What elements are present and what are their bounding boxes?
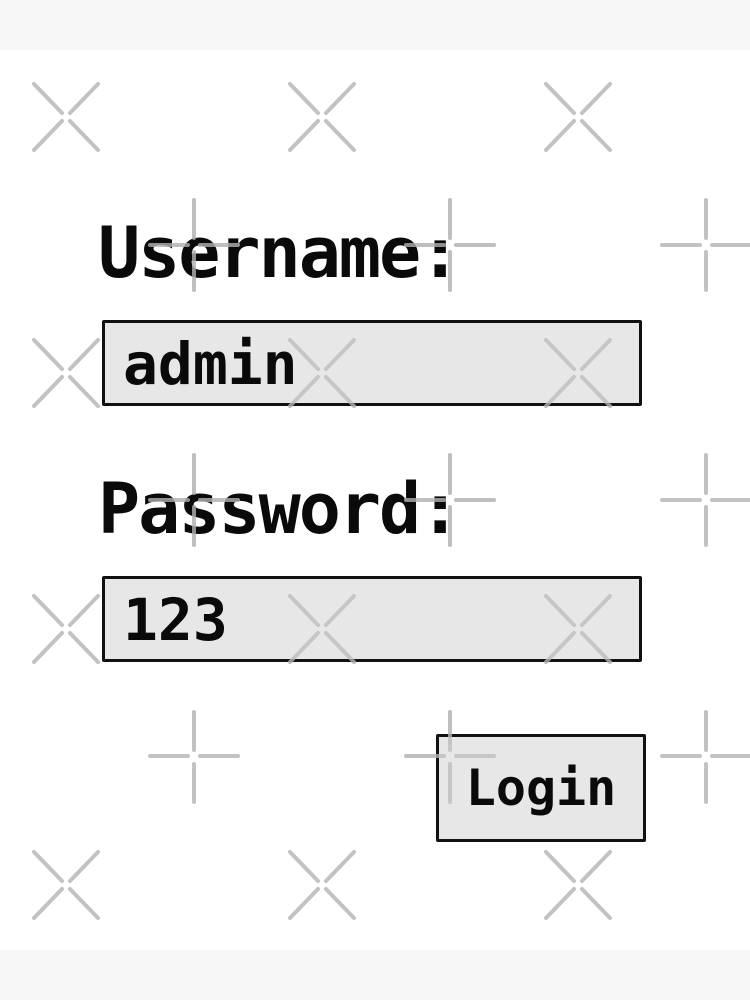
username-value: admin — [123, 330, 298, 398]
plus-mark-icon — [148, 710, 240, 804]
username-input[interactable]: admin — [102, 320, 642, 406]
x-mark-icon — [32, 850, 100, 920]
x-mark-icon — [32, 338, 100, 408]
username-label: Username: — [98, 212, 461, 294]
x-mark-icon — [32, 594, 100, 664]
x-mark-icon — [288, 850, 356, 920]
x-mark-icon — [288, 82, 356, 152]
plus-mark-icon — [660, 710, 750, 804]
x-mark-icon — [32, 82, 100, 152]
login-card: Username: admin Password: 123 Login — [0, 50, 750, 950]
plus-mark-icon — [660, 198, 750, 292]
login-button[interactable]: Login — [436, 734, 646, 842]
x-mark-icon — [544, 850, 612, 920]
password-label: Password: — [98, 468, 461, 550]
x-mark-icon — [544, 82, 612, 152]
login-button-label: Login — [465, 759, 617, 817]
password-value: 123 — [123, 586, 228, 654]
password-input[interactable]: 123 — [102, 576, 642, 662]
plus-mark-icon — [660, 453, 750, 547]
